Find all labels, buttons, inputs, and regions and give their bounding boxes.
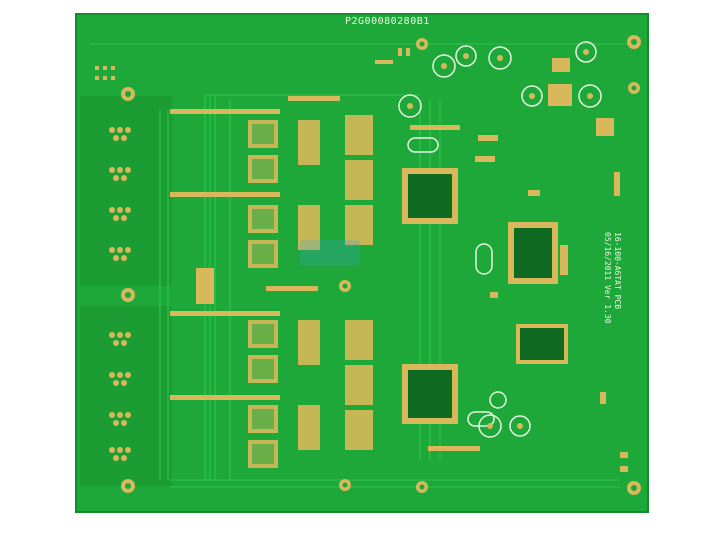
bus-traces-horizontal bbox=[90, 43, 640, 488]
capacitors bbox=[398, 41, 602, 438]
connector-pad-clusters bbox=[109, 127, 131, 461]
board-code-label: P2G00080280B1 bbox=[345, 16, 430, 27]
smd-parts bbox=[95, 48, 628, 472]
power-pads bbox=[548, 58, 614, 136]
crystals bbox=[407, 137, 495, 427]
qfp-chip-4 bbox=[516, 324, 568, 364]
logo-mark bbox=[300, 240, 360, 266]
header-strips bbox=[170, 96, 480, 451]
qfp-chip-3 bbox=[402, 364, 458, 424]
board-name-label: 16-100-A6TAT PCB bbox=[613, 232, 622, 310]
component-bank-overlay bbox=[252, 124, 274, 464]
qfp-chip-1 bbox=[402, 168, 458, 224]
board-date-version-label: 05/16/2011 Ver 1.30 bbox=[603, 232, 612, 324]
qfp-chip-2 bbox=[508, 222, 558, 284]
mounting-holes bbox=[121, 35, 641, 495]
capacitor-pads bbox=[407, 49, 593, 429]
